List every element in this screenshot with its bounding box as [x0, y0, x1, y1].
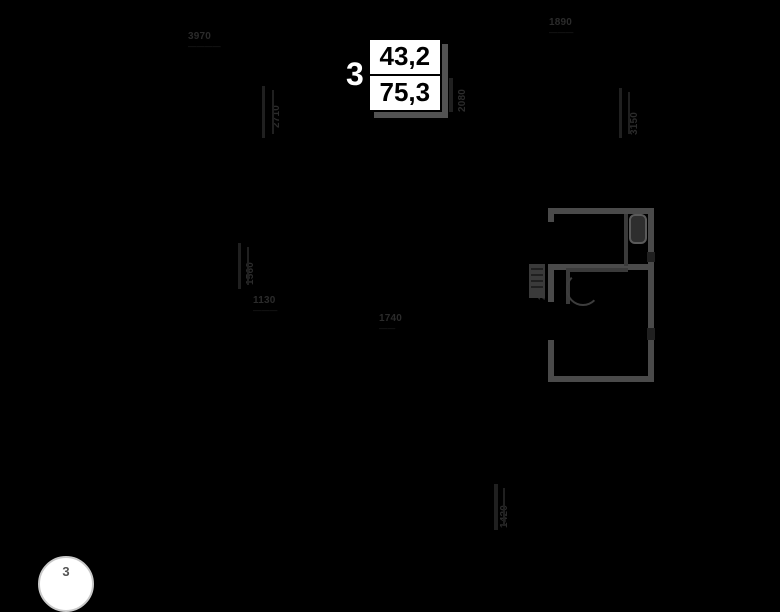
dimension-label-mid-vertical: 2080 [457, 88, 468, 112]
dimension-label-lower-left: 1130 ——— [253, 295, 278, 315]
plan-wall-tick-upper-right [628, 92, 630, 134]
radiator-hatch-line-3 [531, 280, 543, 282]
room-partition-inner-top [568, 268, 628, 272]
radiator-hatch-line-2 [531, 274, 543, 276]
room-wall-right [648, 208, 654, 382]
room-wall-top [548, 208, 654, 214]
dimension-label-bottom-vertical: 1420 [499, 505, 511, 528]
plan-wall-segment-upper-right [619, 88, 622, 138]
area-card: 43,2 75,3 [367, 38, 442, 112]
dimension-label-top-left: 3970 ———— [188, 31, 221, 51]
room-wall-bottom [548, 376, 654, 382]
room-wall-left-lower [548, 340, 554, 382]
room-wall-left-upper [548, 264, 554, 302]
window-opening-right-upper [647, 252, 655, 262]
plan-wall-tick-upper-left [272, 90, 274, 134]
plan-wall-tick-lower-center [503, 488, 505, 526]
plan-wall-segment-upper-left [262, 86, 265, 138]
dimension-label-right-vertical: 3150 [629, 111, 640, 135]
bathtub-fixture-icon [629, 214, 647, 244]
radiator-hatch-line-4 [531, 286, 543, 288]
floor-plan-canvas: 3970 ———— 1890 ——— 2710 3150 2080 1560 1… [38, 17, 655, 612]
plan-wall-tick-mid-left [247, 247, 249, 285]
room-wall-divider-upper [548, 264, 654, 270]
area-info-box[interactable]: 3 43,2 75,3 [346, 38, 442, 112]
plan-wall-segment-lower-center [494, 484, 498, 530]
window-opening-right-lower [647, 328, 655, 340]
room-wall-left-stub-top [548, 208, 554, 222]
door-swing-arc-icon [566, 272, 600, 306]
page-number-badge-label: 3 [62, 564, 70, 579]
room-count-label: 3 [346, 56, 364, 92]
area-total-value: 75,3 [379, 77, 431, 107]
dimension-label-center: 1740 —— [379, 313, 403, 333]
plan-wall-segment-mid-left [238, 243, 241, 289]
radiator-hatch-line-1 [531, 268, 543, 270]
dimension-label-top-right: 1890 ——— [549, 17, 574, 37]
plan-wall-segment-center-top [449, 78, 453, 112]
room-wall-divider-vertical [624, 214, 628, 266]
area-living-value: 43,2 [369, 40, 440, 76]
page-number-badge[interactable]: 3 [38, 556, 94, 612]
